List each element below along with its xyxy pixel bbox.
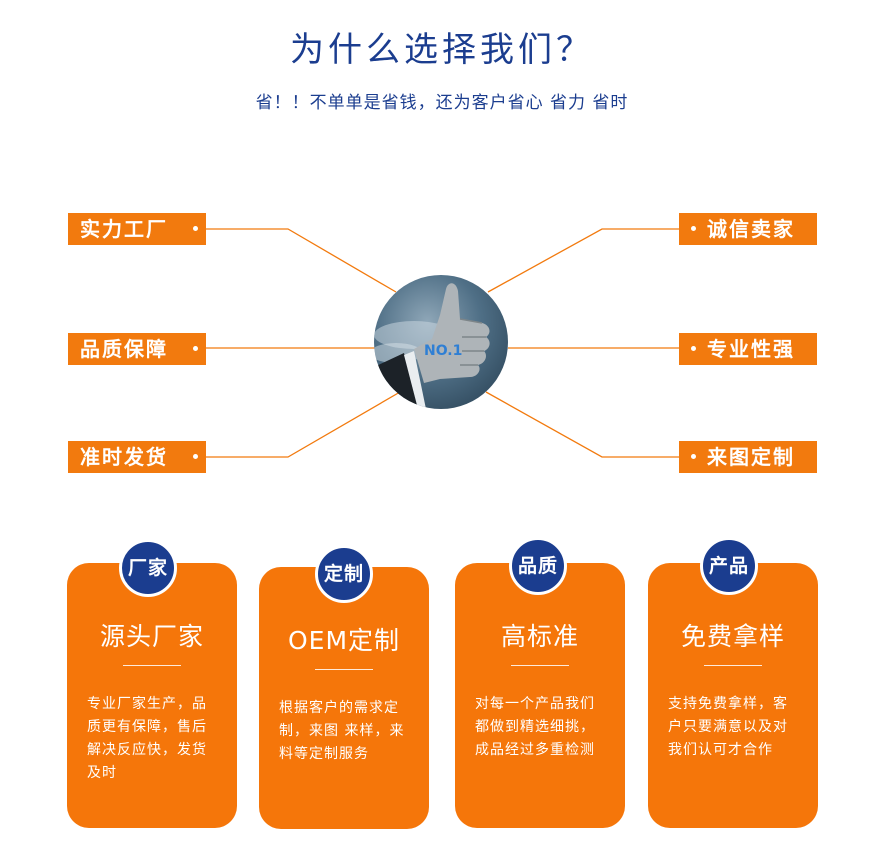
card-divider [511, 665, 569, 666]
card-description: 根据客户的需求定制，来图 来样，来料等定制服务 [279, 700, 405, 762]
feature-label: 实力工厂 [80, 217, 168, 241]
bullet-dot-icon [691, 346, 696, 351]
connector-left-3 [206, 391, 401, 458]
bullet-dot-icon [193, 454, 198, 459]
card-title: 高标准 [500, 622, 579, 651]
thumbs-up-icon: NO.1 [374, 283, 490, 409]
feature-tag-delivery: 准时发货 [68, 441, 206, 473]
feature-label: 专业性强 [707, 337, 795, 361]
card-title: 源头厂家 [99, 622, 204, 651]
connector-left-1 [206, 228, 397, 293]
connector-right-1 [487, 228, 680, 293]
feature-label: 准时发货 [80, 445, 168, 469]
card-divider [123, 665, 181, 666]
bullet-dot-icon [193, 226, 198, 231]
card-badge: 产品 [700, 537, 758, 595]
bullet-dot-icon [691, 226, 696, 231]
card-divider [315, 669, 373, 670]
card-title: 免费拿样 [680, 622, 785, 651]
feature-label: 品质保障 [80, 337, 168, 361]
feature-tag-custom-design: 来图定制 [679, 441, 817, 473]
card-free-sample: 产品 免费拿样 支持免费拿样，客户只要满意以及对我们认可才合作 [648, 537, 818, 828]
page-subtitle: 省！！不单单是省钱，还为客户省心 省力 省时 [255, 93, 629, 113]
card-source-factory: 厂家 源头厂家 专业厂家生产，品质更有保障，售后解决反应快，发货及时 [67, 539, 237, 828]
feature-tag-professional: 专业性强 [679, 333, 817, 365]
bullet-dot-icon [193, 346, 198, 351]
feature-label: 诚信卖家 [707, 217, 795, 241]
card-badge: 定制 [315, 545, 373, 603]
feature-label: 来图定制 [707, 445, 795, 469]
card-title: OEM定制 [287, 626, 401, 655]
feature-tag-factory: 实力工厂 [68, 213, 206, 245]
bullet-dot-icon [691, 454, 696, 459]
card-description: 对每一个产品我们都做到精选细挑，成品经过多重检测 [475, 696, 595, 758]
feature-tag-honest-seller: 诚信卖家 [679, 213, 817, 245]
card-badge: 品质 [509, 537, 567, 595]
connector-right-3 [485, 391, 680, 458]
card-badge: 厂家 [119, 539, 177, 597]
no1-mark: NO.1 [424, 343, 462, 359]
card-oem-custom: 定制 OEM定制 根据客户的需求定制，来图 来样，来料等定制服务 [259, 545, 429, 829]
page-title: 为什么选择我们？ [290, 30, 594, 70]
connector-lines [206, 228, 680, 458]
card-high-standard: 品质 高标准 对每一个产品我们都做到精选细挑，成品经过多重检测 [455, 537, 625, 828]
feature-tag-quality: 品质保障 [68, 333, 206, 365]
card-divider [704, 665, 762, 666]
card-description: 支持免费拿样，客户只要满意以及对我们认可才合作 [668, 696, 788, 758]
thumbs-up-hub-image: NO.1 [374, 275, 508, 409]
card-description: 专业厂家生产，品质更有保障，售后解决反应快，发货及时 [87, 696, 207, 781]
